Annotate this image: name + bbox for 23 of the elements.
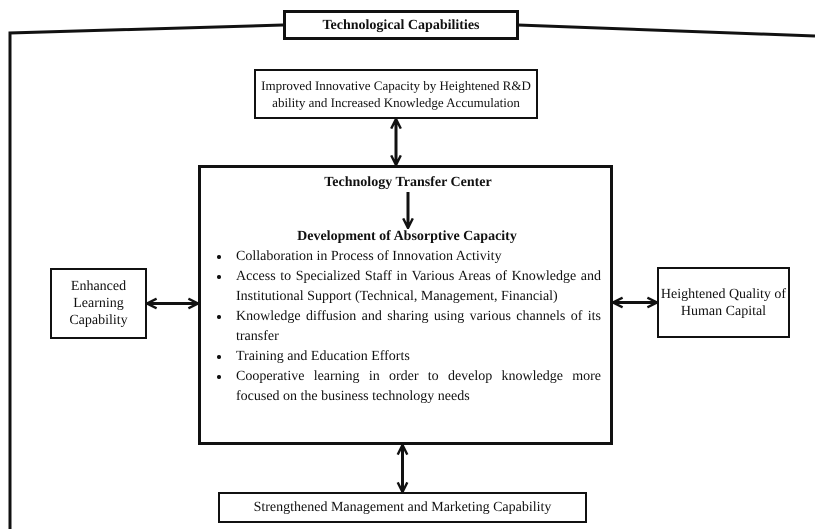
box-label: Enhanced Learning Capability (68, 278, 129, 329)
box-label: Improved Innovative Capacity by Heightened R&D ability and Increased Knowledge Accumulation (260, 77, 532, 111)
bullet-item: Knowledge diffusion and sharing using various channels of its transfer (213, 307, 601, 347)
arrow (390, 118, 402, 166)
section-heading: Development of Absorptive Capacity (297, 228, 517, 245)
outcome-box (657, 267, 790, 338)
bullet-item: Collaboration in Process of Innovation Activity (213, 247, 601, 267)
arrow (146, 298, 200, 310)
outcome-box (254, 69, 538, 119)
arrow (402, 192, 414, 230)
arrow (396, 444, 408, 494)
header-box (283, 10, 519, 40)
bullet-item: Access to Specialized Staff in Various Areas of Knowledge and Institutional Support (Technical, Management, Financial) (213, 267, 601, 307)
center-title: Technology Transfer Center (324, 174, 492, 190)
bullet-item: Cooperative learning in order to develop knowledge more focused on the business technology needs (213, 367, 601, 407)
box-label: Technological Capabilities (322, 16, 480, 34)
outcome-box (218, 492, 587, 523)
center-box (198, 165, 613, 445)
outcome-box (50, 268, 147, 339)
box-label: Heightened Quality of Human Capital (660, 286, 788, 320)
arrow (612, 296, 658, 308)
bullet-item: Training and Education Efforts (213, 347, 601, 367)
box-label: Strengthened Management and Marketing Capability (254, 499, 552, 516)
